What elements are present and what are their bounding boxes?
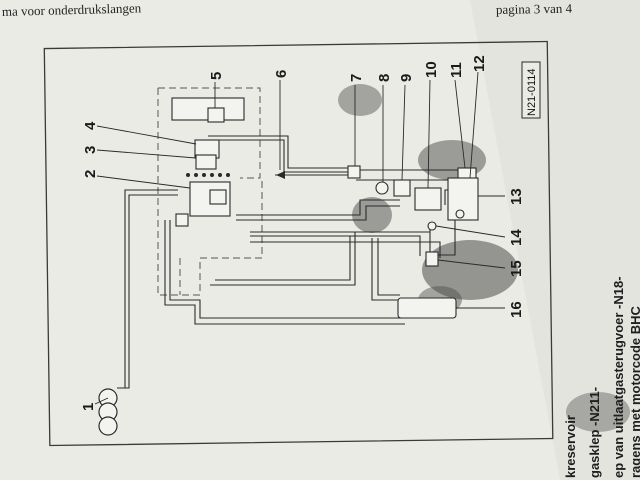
legend-line-2: gasklep -N211- xyxy=(587,387,602,478)
connector-dot xyxy=(186,173,190,177)
leader-11 xyxy=(454,79,466,169)
connector-dot xyxy=(202,173,206,177)
valve-cluster xyxy=(171,97,245,227)
callout-15: 15 xyxy=(508,260,525,277)
page-header-right: pagina 3 van 4 xyxy=(496,1,573,17)
hose-mid-5 xyxy=(250,241,441,258)
hose-14-13 xyxy=(429,215,456,256)
components xyxy=(347,165,479,319)
callout-10: 10 xyxy=(423,61,440,78)
component-8 xyxy=(375,181,389,195)
vacuum-reservoir xyxy=(98,388,118,436)
hose-lower-2-inner xyxy=(215,236,351,281)
callout-14: 14 xyxy=(508,229,525,246)
valve-5-body xyxy=(207,107,225,123)
callout-1: 1 xyxy=(80,403,97,411)
legend-line-4: ragens met motorcode BHC xyxy=(628,305,640,478)
hose-lower-2 xyxy=(210,232,356,286)
dashed-outline-lower xyxy=(157,88,263,296)
legend-line-1: kreservoir xyxy=(563,415,578,478)
diagram-code-box xyxy=(521,61,541,119)
hose-mid-2 xyxy=(236,205,400,221)
callout-numbers: 1 2 3 4 5 6 7 8 9 10 11 12 13 14 15 16 xyxy=(80,55,525,411)
leader-2 xyxy=(96,175,191,189)
hose-lower-loop-inner xyxy=(164,220,405,325)
leader-9 xyxy=(401,84,406,181)
diagram-code: N21-0114 xyxy=(526,69,538,117)
connector-dot xyxy=(194,173,198,177)
callout-3: 3 xyxy=(82,146,99,154)
hose-reservoir-inner xyxy=(121,194,178,389)
reservoir-circle xyxy=(98,416,118,436)
valve-3-body xyxy=(195,154,217,170)
component-14 xyxy=(427,221,437,231)
leader-15 xyxy=(437,259,506,269)
component-13-port xyxy=(455,209,465,219)
hose-mid-4 xyxy=(250,235,421,256)
callout-8: 8 xyxy=(376,74,393,82)
dashed-outlines xyxy=(157,87,263,296)
leader-4 xyxy=(96,125,197,145)
diagram-frame xyxy=(43,40,554,447)
fingerprint-smudges xyxy=(338,84,630,432)
hose-to-16 xyxy=(371,238,400,301)
hose-to-16-inner xyxy=(377,238,400,296)
valve-2-port xyxy=(175,213,189,227)
callout-16: 16 xyxy=(508,301,525,318)
legend-line-3: ep van uitlaatgasterugvoer -N18- xyxy=(611,276,626,478)
connector-dot xyxy=(218,173,222,177)
callout-4: 4 xyxy=(82,121,99,130)
smudge xyxy=(338,84,382,116)
callout-2: 2 xyxy=(82,170,99,178)
connector-dot xyxy=(210,173,214,177)
callout-13: 13 xyxy=(508,188,525,205)
leader-10 xyxy=(427,79,431,189)
leader-1 xyxy=(94,397,109,405)
callout-6: 6 xyxy=(273,70,290,78)
callout-12: 12 xyxy=(471,55,488,72)
leader-14 xyxy=(435,225,506,238)
component-15 xyxy=(425,251,439,267)
arrow-6-head xyxy=(276,171,285,179)
callout-5: 5 xyxy=(208,72,225,80)
leader-12 xyxy=(469,71,479,179)
leader-3 xyxy=(96,149,197,159)
component-16 xyxy=(397,297,457,319)
callout-9: 9 xyxy=(398,74,415,82)
smudge xyxy=(566,392,630,432)
callout-7: 7 xyxy=(348,74,365,82)
dashed-outline-upper xyxy=(158,87,261,179)
paper-shadow xyxy=(470,0,640,480)
component-10 xyxy=(414,187,442,211)
legend: kreservoir gasklep -N211- ep van uitlaat… xyxy=(563,276,640,478)
valve-2-cap xyxy=(209,189,227,205)
valve-dots xyxy=(186,173,230,177)
hose-top-inner xyxy=(208,139,350,173)
hose-top xyxy=(208,135,350,169)
component-9 xyxy=(393,179,411,197)
callout-11: 11 xyxy=(448,62,465,78)
hose-mid-1 xyxy=(236,199,400,216)
page-header-left: ma voor onderdrukslangen xyxy=(2,0,142,19)
connector-dot xyxy=(226,173,230,177)
component-7 xyxy=(347,165,361,179)
leader-lines xyxy=(94,71,506,405)
